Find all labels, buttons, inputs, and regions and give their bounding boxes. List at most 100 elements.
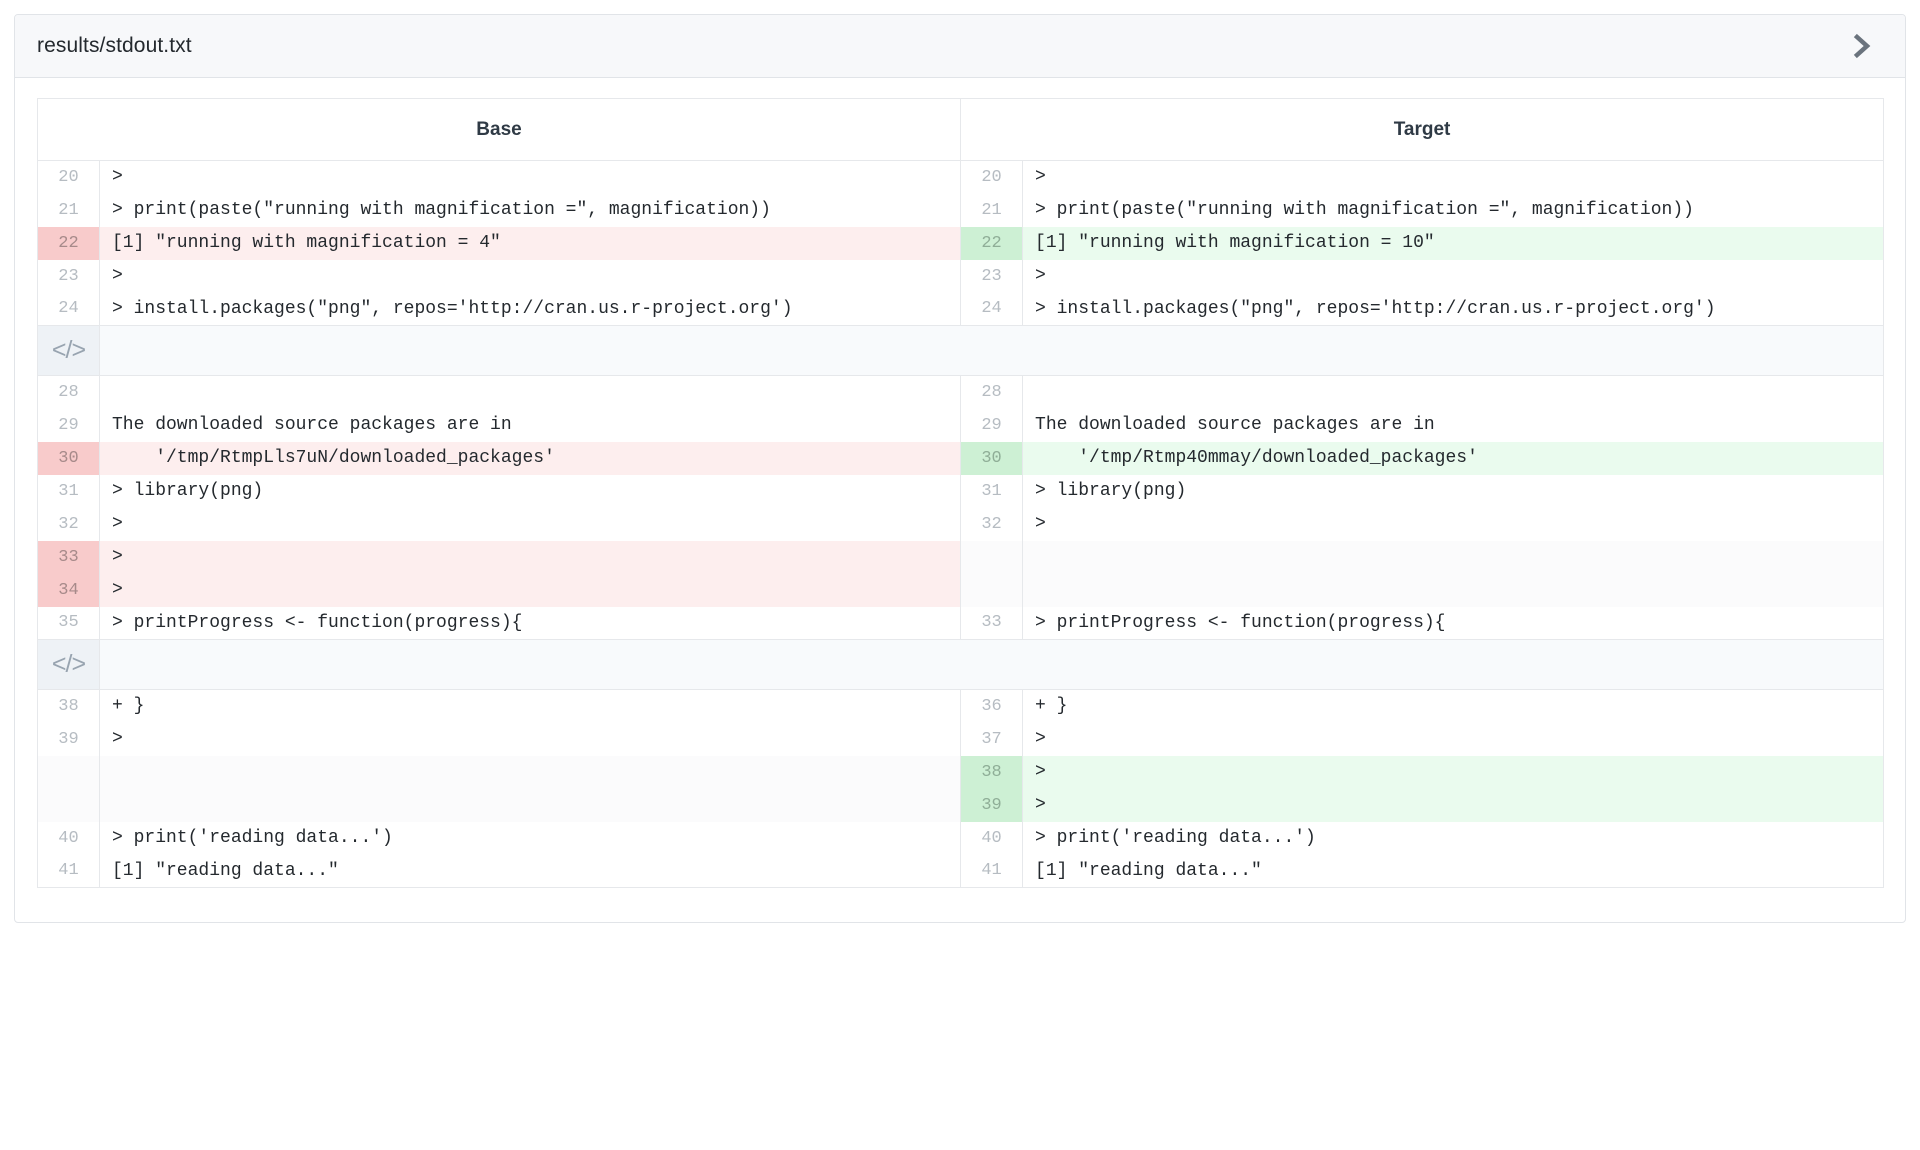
- diff-row: 31> library(png)31> library(png): [37, 474, 1884, 508]
- base-line-number: 20: [37, 160, 100, 194]
- diff-row: 40> print('reading data...')40> print('r…: [37, 821, 1884, 855]
- diff-expander-body-target: [960, 639, 1884, 690]
- base-code-cell: [99, 788, 961, 822]
- diff-row: 38+ }36+ }: [37, 689, 1884, 723]
- target-line-number: 30: [960, 441, 1024, 475]
- chevron-right-icon[interactable]: [1845, 29, 1879, 63]
- table-header-row: Base Target: [37, 98, 1884, 161]
- target-line-number: 29: [960, 408, 1024, 442]
- target-code-cell: + }: [1022, 689, 1884, 723]
- diff-table-body: 20>20>21> print(paste("running with magn…: [37, 160, 1884, 888]
- target-code-cell: > printProgress <- function(progress){: [1022, 606, 1884, 640]
- diff-expander-body-base: [99, 325, 961, 376]
- target-line-number: 23: [960, 259, 1024, 293]
- diff-row: 28 28: [37, 375, 1884, 409]
- diff-table-wrap: Base Target 20>20>21> print(paste("runni…: [15, 78, 1905, 922]
- base-code-cell: > print('reading data...'): [99, 821, 961, 855]
- target-line-number: 38: [960, 755, 1024, 789]
- target-line-number: 24: [960, 292, 1024, 326]
- base-code-cell: >: [99, 722, 961, 756]
- diff-table-head: Base Target: [37, 98, 1884, 161]
- target-code-cell: >: [1022, 755, 1884, 789]
- target-line-number: 22: [960, 226, 1024, 260]
- diff-row: 41[1] "reading data..."41[1] "reading da…: [37, 854, 1884, 888]
- code-expander-icon[interactable]: </>: [37, 325, 100, 376]
- diff-row: 33>: [37, 540, 1884, 574]
- diff-row: 34>: [37, 573, 1884, 607]
- base-line-number: 41: [37, 854, 100, 888]
- base-line-number: [37, 788, 100, 822]
- target-line-number: 21: [960, 193, 1024, 227]
- base-code-cell: > printProgress <- function(progress){: [99, 606, 961, 640]
- diff-row: 39>37>: [37, 722, 1884, 756]
- target-line-number: 33: [960, 606, 1024, 640]
- target-code-cell: > print('reading data...'): [1022, 821, 1884, 855]
- base-line-number: 38: [37, 689, 100, 723]
- diff-expander-row[interactable]: </>: [37, 325, 1884, 376]
- base-line-number: 34: [37, 573, 100, 607]
- diff-card: results/stdout.txt Base Target 20>20>21>…: [14, 14, 1906, 923]
- base-code-cell: > print(paste("running with magnificatio…: [99, 193, 961, 227]
- base-line-number: 30: [37, 441, 100, 475]
- base-code-cell: [1] "running with magnification = 4": [99, 226, 961, 260]
- base-code-cell: >: [99, 160, 961, 194]
- diff-row: 21> print(paste("running with magnificat…: [37, 193, 1884, 227]
- base-line-number: 39: [37, 722, 100, 756]
- base-line-number: 29: [37, 408, 100, 442]
- target-code-cell: >: [1022, 722, 1884, 756]
- target-line-number: 31: [960, 474, 1024, 508]
- base-code-cell: [99, 755, 961, 789]
- target-line-number: 32: [960, 507, 1024, 541]
- target-line-number: 41: [960, 854, 1024, 888]
- target-code-cell: >: [1022, 507, 1884, 541]
- diff-expander-row[interactable]: </>: [37, 639, 1884, 690]
- base-code-cell: '/tmp/RtmpLls7uN/downloaded_packages': [99, 441, 961, 475]
- diff-table: Base Target 20>20>21> print(paste("runni…: [37, 98, 1885, 888]
- target-code-cell: The downloaded source packages are in: [1022, 408, 1884, 442]
- base-line-number: 28: [37, 375, 100, 409]
- diff-row: 38>: [37, 755, 1884, 789]
- target-line-number: 40: [960, 821, 1024, 855]
- diff-expander-body-target: [960, 325, 1884, 376]
- base-line-number: 40: [37, 821, 100, 855]
- base-code-cell: >: [99, 259, 961, 293]
- target-line-number: 39: [960, 788, 1024, 822]
- base-code-cell: [99, 375, 961, 409]
- target-code-cell: >: [1022, 259, 1884, 293]
- target-code-cell: >: [1022, 160, 1884, 194]
- code-expander-glyph: </>: [51, 650, 86, 678]
- target-code-cell: [1022, 573, 1884, 607]
- diff-row: 23>23>: [37, 259, 1884, 293]
- diff-row: 20>20>: [37, 160, 1884, 194]
- target-line-number: 28: [960, 375, 1024, 409]
- target-line-number: [960, 540, 1024, 574]
- base-code-cell: [1] "reading data...": [99, 854, 961, 888]
- base-line-number: 21: [37, 193, 100, 227]
- base-code-cell: >: [99, 573, 961, 607]
- base-line-number: 31: [37, 474, 100, 508]
- target-line-number: 36: [960, 689, 1024, 723]
- page-title: results/stdout.txt: [37, 34, 192, 57]
- target-code-cell: > print(paste("running with magnificatio…: [1022, 193, 1884, 227]
- target-code-cell: '/tmp/Rtmp40mmay/downloaded_packages': [1022, 441, 1884, 475]
- column-header-base: Base: [37, 98, 961, 161]
- base-code-cell: > install.packages("png", repos='http://…: [99, 292, 961, 326]
- base-code-cell: + }: [99, 689, 961, 723]
- target-line-number: [960, 573, 1024, 607]
- target-line-number: 20: [960, 160, 1024, 194]
- target-code-cell: > install.packages("png", repos='http://…: [1022, 292, 1884, 326]
- diff-row: 22[1] "running with magnification = 4"22…: [37, 226, 1884, 260]
- base-code-cell: >: [99, 507, 961, 541]
- base-code-cell: > library(png): [99, 474, 961, 508]
- code-expander-glyph: </>: [51, 336, 86, 364]
- code-expander-icon[interactable]: </>: [37, 639, 100, 690]
- diff-row: 35> printProgress <- function(progress){…: [37, 606, 1884, 640]
- diff-row: 32>32>: [37, 507, 1884, 541]
- base-line-number: [37, 755, 100, 789]
- target-code-cell: [1022, 375, 1884, 409]
- target-code-cell: [1] "running with magnification = 10": [1022, 226, 1884, 260]
- diff-expander-body-base: [99, 639, 961, 690]
- target-line-number: 37: [960, 722, 1024, 756]
- diff-row: 30 '/tmp/RtmpLls7uN/downloaded_packages'…: [37, 441, 1884, 475]
